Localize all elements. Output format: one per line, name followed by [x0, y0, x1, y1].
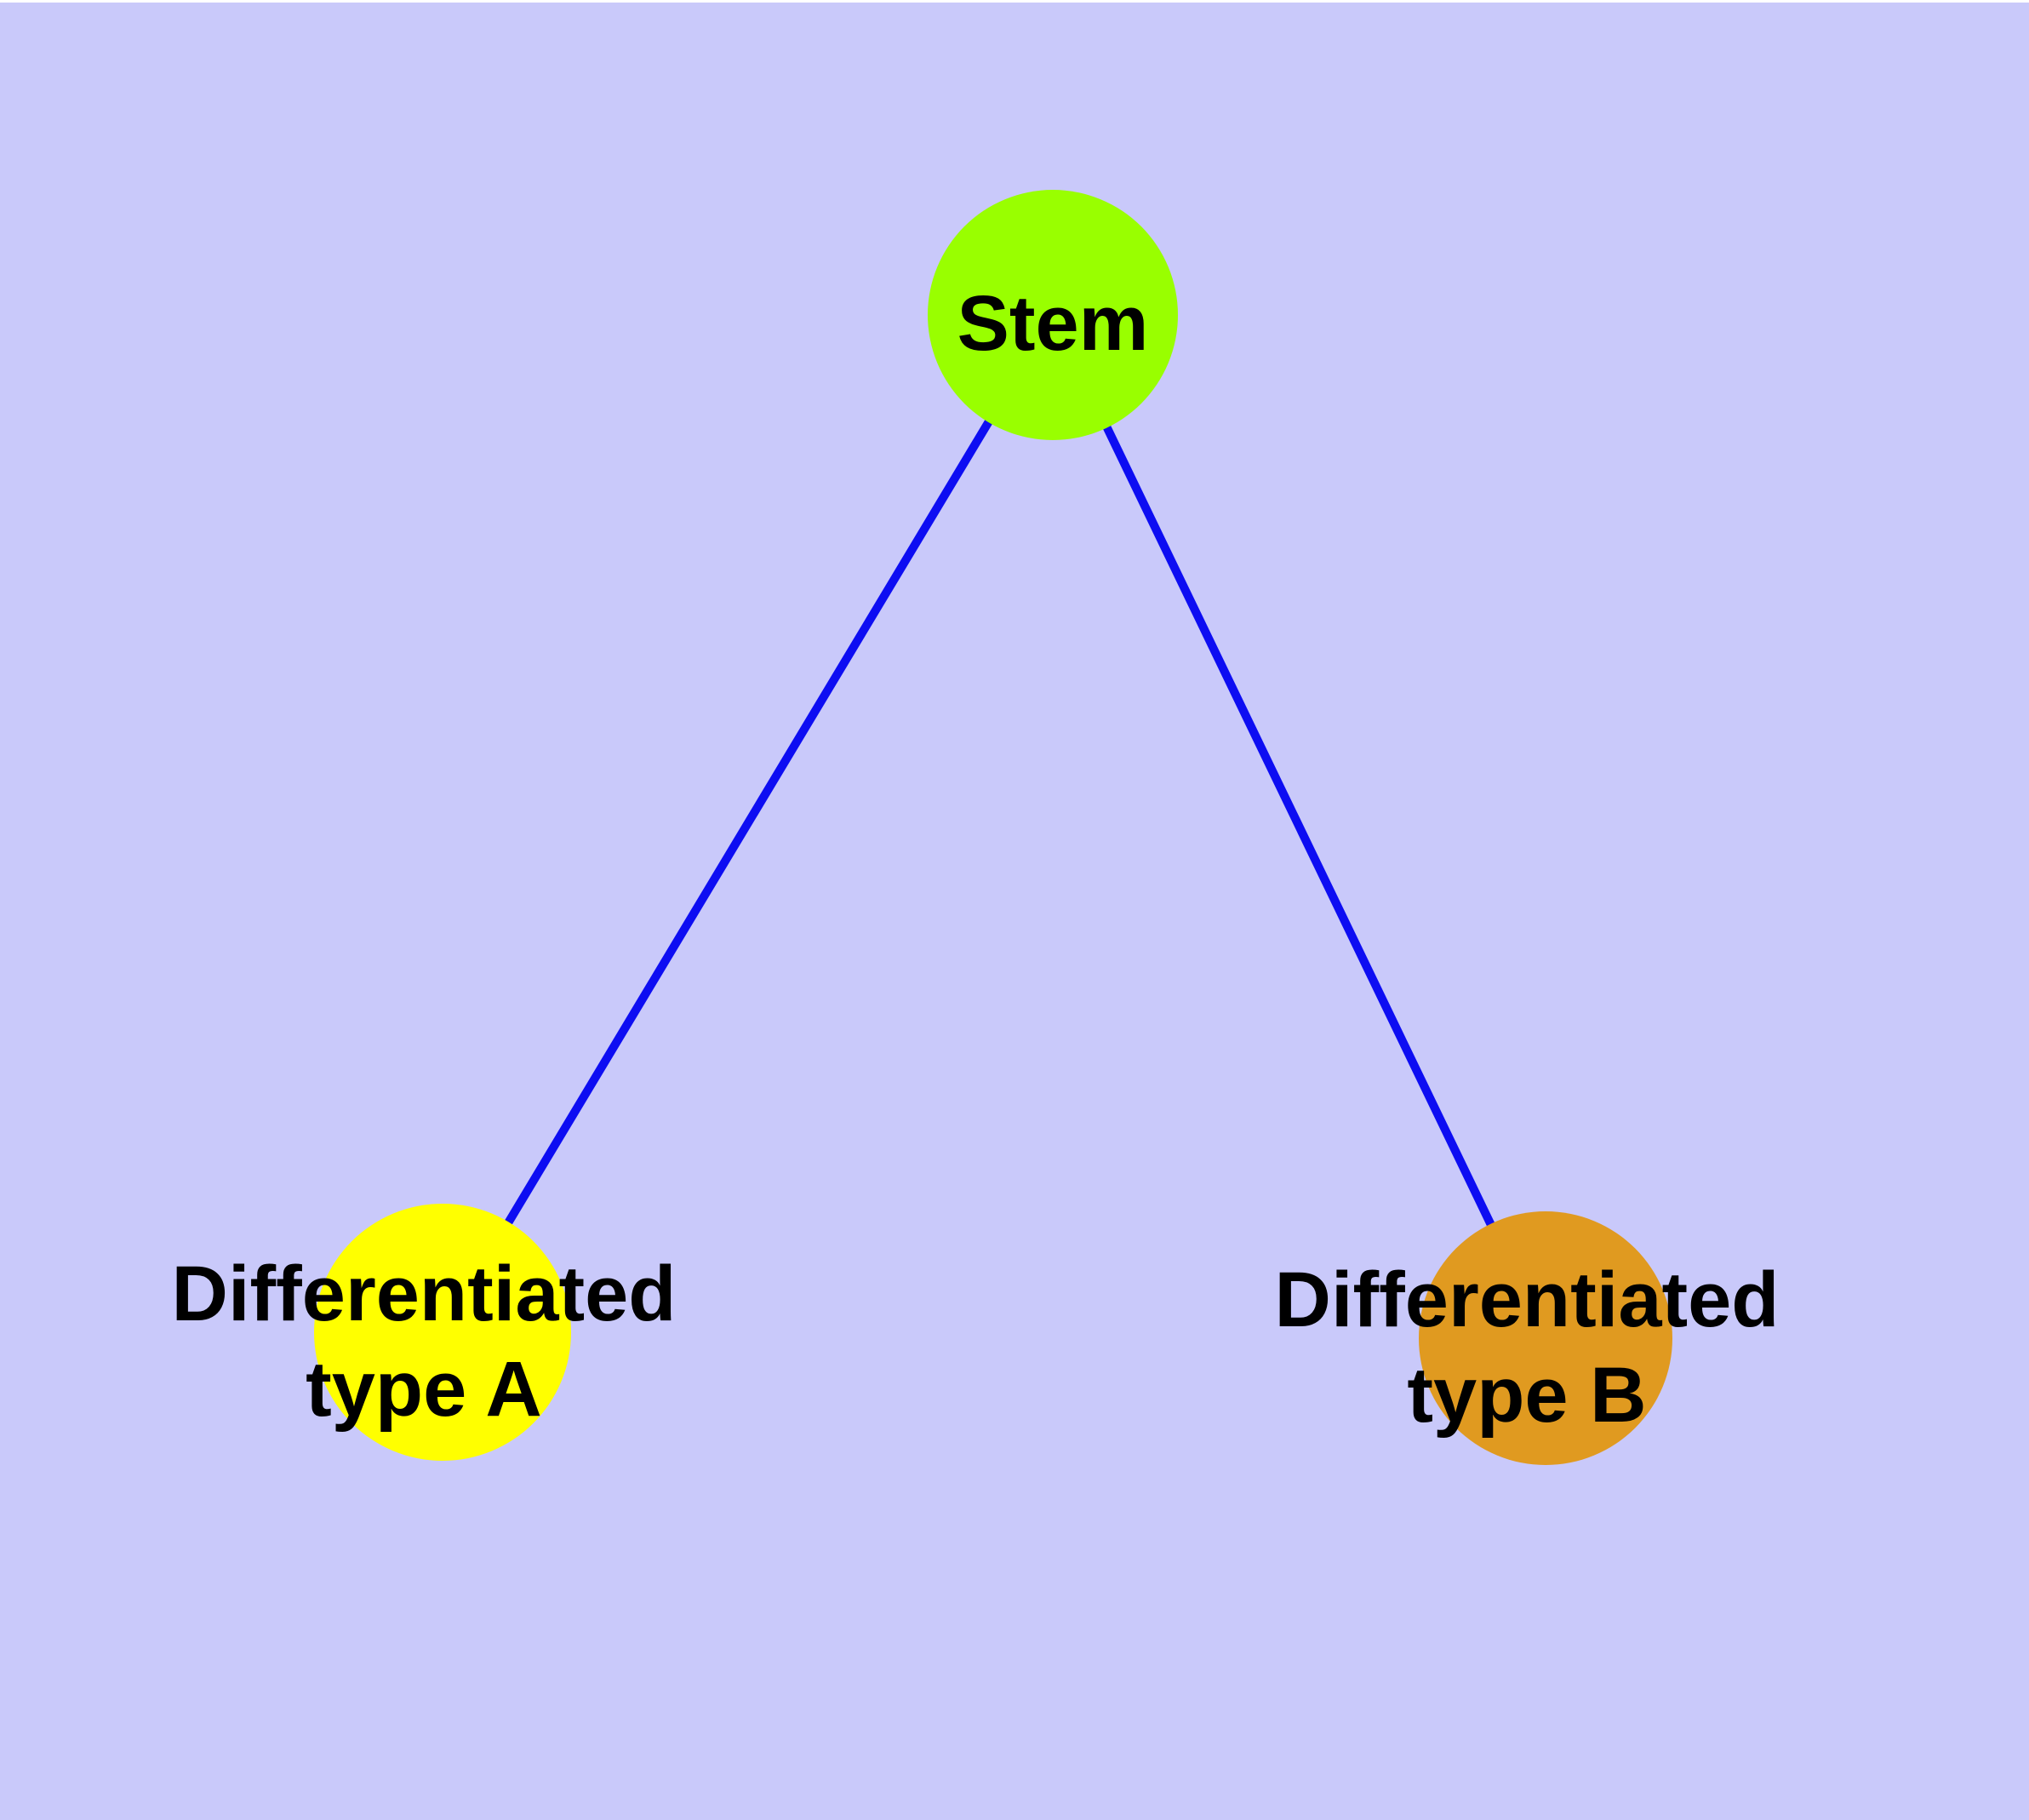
node-differentiated-type-b: [1419, 1211, 1672, 1465]
node-stem: [928, 190, 1178, 440]
edge-stem-to-type-b: [1049, 312, 1550, 1341]
edge-stem-to-type-a: [438, 312, 1057, 1335]
node-differentiated-type-a: [314, 1204, 571, 1461]
